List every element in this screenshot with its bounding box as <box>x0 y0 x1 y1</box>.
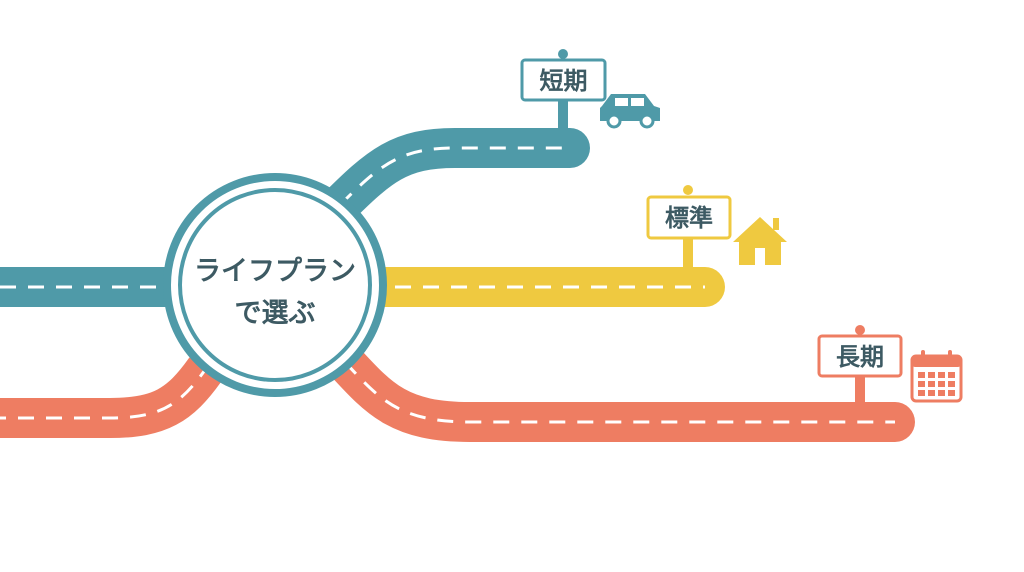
center-circle: ライフプラン で選ぶ <box>163 173 387 397</box>
sign-standard-label: 標準 <box>665 204 713 232</box>
road-long <box>0 342 915 442</box>
center-title-line2: で選ぶ <box>235 298 316 329</box>
house-icon <box>733 217 787 265</box>
road-short <box>0 128 590 307</box>
calendar-icon <box>910 350 963 403</box>
center-title-line1: ライフプラン <box>194 256 356 287</box>
sign-short-label: 短期 <box>540 67 588 95</box>
sign-standard: 標準 <box>646 185 732 272</box>
sign-long-post <box>855 374 865 406</box>
sign-short: 短期 <box>520 49 607 138</box>
sign-standard-post <box>683 236 693 272</box>
sign-long: 長期 <box>817 325 903 406</box>
sign-long-label: 長期 <box>836 343 884 371</box>
car-icon <box>600 94 660 129</box>
sign-short-post <box>558 98 568 138</box>
